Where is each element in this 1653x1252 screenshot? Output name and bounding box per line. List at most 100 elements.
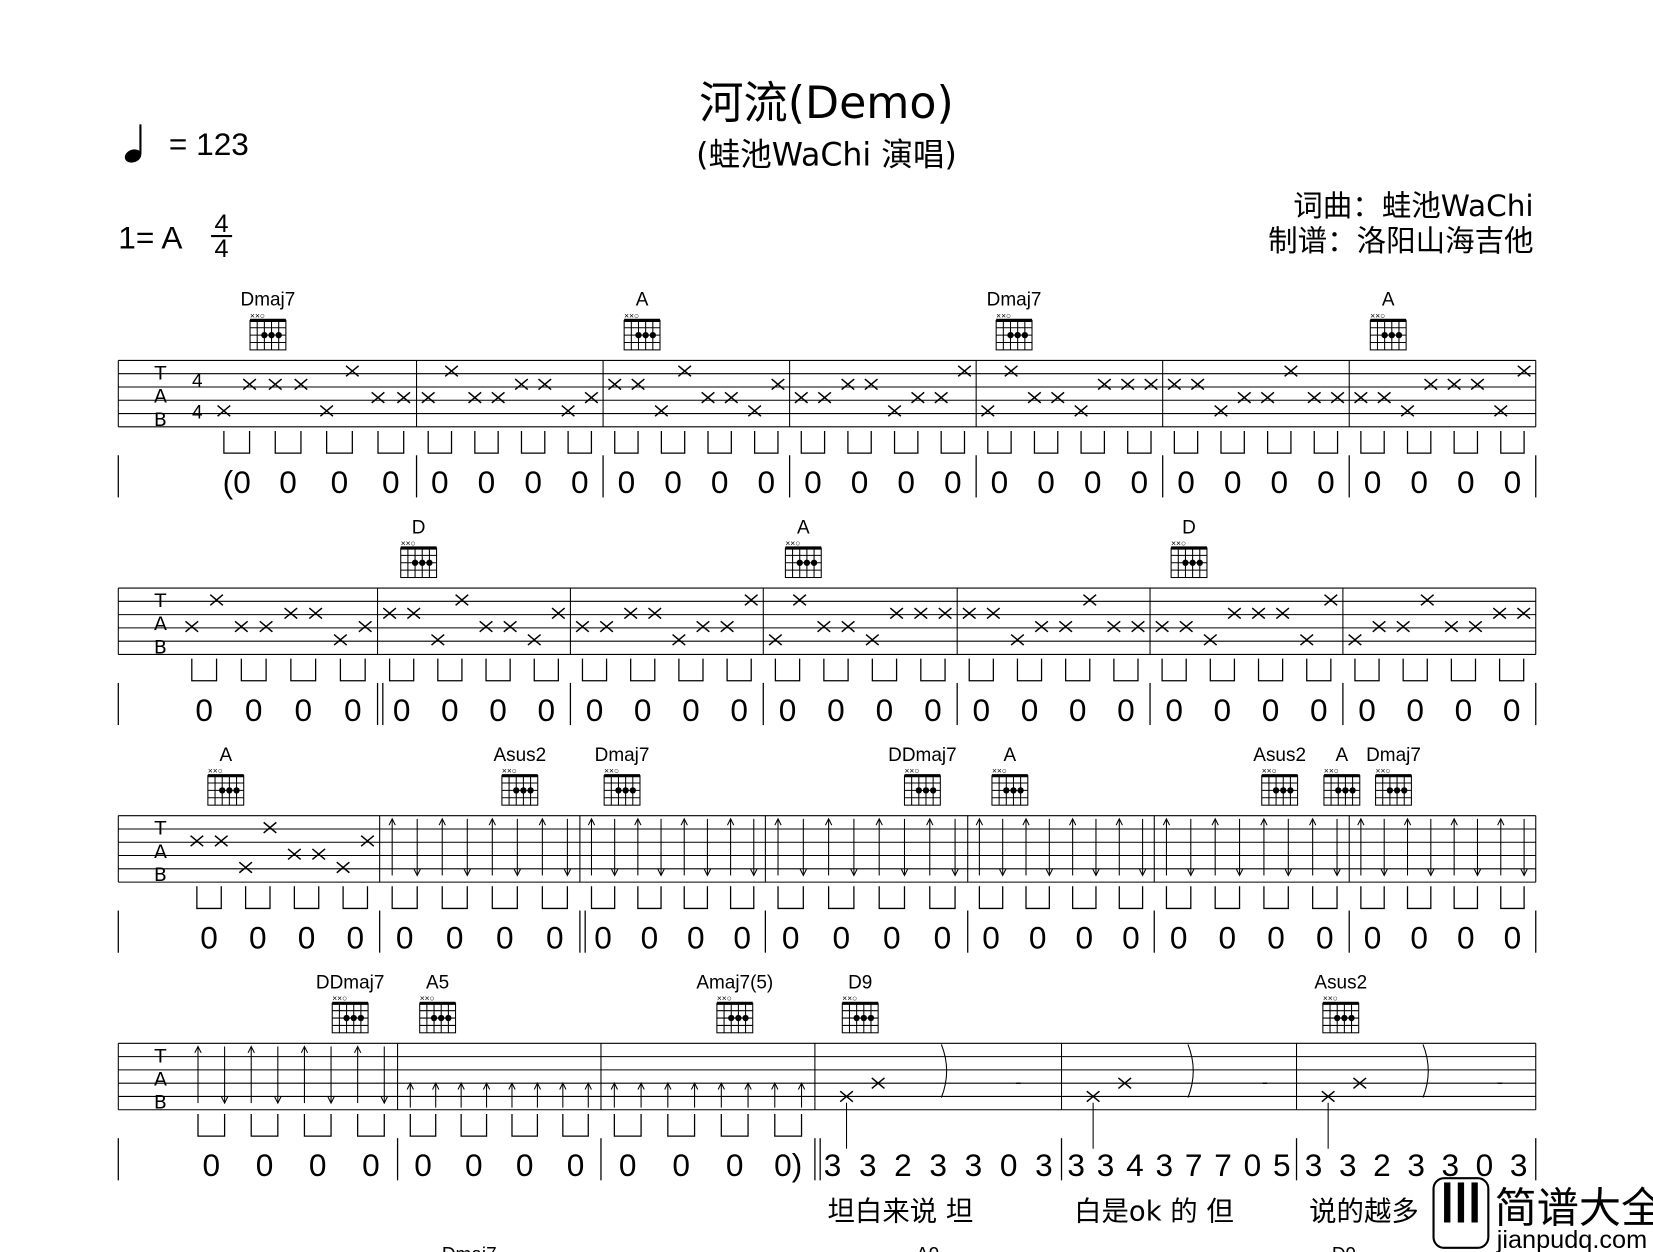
muted-note-x	[514, 378, 529, 391]
svg-text:××○: ××○	[1376, 766, 1391, 776]
rhythm-beam	[1406, 886, 1432, 910]
numbered-note: 0	[1503, 692, 1521, 728]
muted-note-x	[654, 405, 669, 417]
rhythm-beam	[637, 886, 662, 910]
muted-note-x	[455, 594, 469, 606]
numbered-note: 0	[619, 1147, 637, 1183]
numbered-note: 0	[883, 919, 901, 955]
rhythm-beam	[1354, 658, 1380, 682]
muted-note-x	[672, 634, 686, 646]
muted-note-x	[242, 378, 257, 391]
muted-note-x	[308, 607, 323, 620]
chord-diagram: Asus2××○	[1253, 745, 1306, 806]
rhythm-beam	[1498, 658, 1525, 682]
tab-time-signature: 4	[192, 371, 203, 392]
song-title: 河流(Demo)	[699, 78, 954, 129]
muted-note-x	[887, 405, 902, 417]
muted-note-x	[934, 391, 948, 404]
numbered-note: 0	[634, 692, 652, 728]
muted-note-x	[345, 365, 360, 377]
chord-name: DDmaj7	[316, 973, 384, 994]
muted-note-x	[1493, 405, 1508, 417]
muted-note-x	[561, 405, 575, 417]
muted-note-x	[190, 835, 204, 847]
numbered-note: 0	[827, 692, 845, 728]
rhythm-beam	[1118, 886, 1144, 910]
muted-note-x	[1330, 391, 1345, 404]
rhythm-beam	[1016, 658, 1043, 682]
rhythm-beam	[1406, 431, 1432, 454]
numbered-note: 0	[203, 1147, 221, 1183]
muted-note-x	[371, 391, 385, 404]
numbered-note: 0	[294, 692, 312, 728]
muted-note-x	[1167, 378, 1182, 391]
muted-note-x	[889, 607, 904, 620]
numbered-note: 0	[594, 919, 612, 955]
rhythm-beam	[678, 658, 704, 682]
muted-note-x	[1058, 620, 1073, 633]
numbered-note: 0	[1364, 919, 1382, 955]
numbered-note: 7	[1185, 1147, 1203, 1183]
watermark-logo: 简谱大全 jianpudq.com	[1432, 1177, 1653, 1252]
numbered-note: 0	[876, 692, 894, 728]
numbered-note: 0	[851, 464, 869, 500]
chord-diagram: DDmaj7××○	[316, 973, 384, 1034]
numbered-note: 0	[431, 464, 449, 500]
system-3: TABA××○Asus2××○Dmaj7××○DDmaj7××○A××○Asus…	[117, 745, 1537, 955]
numbered-note: 0	[1131, 464, 1149, 500]
numbered-note: 0	[256, 1147, 274, 1183]
muted-note-x	[287, 848, 302, 861]
tempo-marking: = 123	[124, 124, 249, 163]
rhythm-beam	[978, 886, 1004, 910]
rhythm-beam	[667, 1113, 696, 1137]
rhythm-beam	[1033, 431, 1059, 454]
tab-clef-letter: B	[154, 636, 167, 658]
rhythm-beam	[683, 886, 709, 910]
rhythm-beam	[1173, 431, 1199, 454]
numbered-note: 0	[516, 1147, 534, 1183]
numbered-note: 0	[571, 464, 589, 500]
muted-note-x	[1082, 594, 1097, 606]
muted-note-x	[1321, 1090, 1335, 1103]
muted-note-x	[1144, 378, 1158, 391]
quarter-note-icon	[124, 149, 142, 163]
numbered-note: 3	[1305, 1147, 1323, 1183]
numbered-note: 0	[924, 692, 942, 728]
chord-diagram: D××○	[1170, 517, 1208, 579]
muted-note-x	[1086, 1090, 1100, 1103]
tab-clef-letter: A	[154, 613, 167, 635]
tab-clef-letter: T	[154, 1045, 167, 1067]
chord-name: A	[1336, 745, 1349, 766]
rhythm-beam	[630, 658, 656, 682]
muted-note-x	[284, 607, 298, 620]
muted-note-x	[1131, 620, 1145, 633]
numbered-note: 0	[1076, 919, 1094, 955]
chord-diagram: Dmaj7××○	[595, 745, 649, 806]
svg-text:××○: ××○	[420, 993, 435, 1003]
rhythm-beam	[1450, 658, 1477, 682]
numbered-note: 0	[1358, 692, 1376, 728]
time-sig-top: 4	[215, 210, 229, 238]
rhythm-beam	[1257, 658, 1284, 682]
rhythm-beam	[293, 886, 320, 910]
numbered-note: 0	[346, 919, 364, 955]
muted-note-x	[1227, 607, 1242, 620]
muted-note-x	[1097, 378, 1112, 391]
numbered-note: 0	[1000, 1147, 1018, 1183]
muted-note-x	[871, 1077, 885, 1090]
rhythm-beam	[1127, 431, 1152, 454]
muted-note-x	[259, 620, 273, 633]
numbered-note: 0	[446, 919, 464, 955]
rhythm-beam	[409, 1113, 437, 1137]
rhythm-beam	[250, 1113, 279, 1137]
chord-name: Dmaj7	[1366, 745, 1421, 766]
